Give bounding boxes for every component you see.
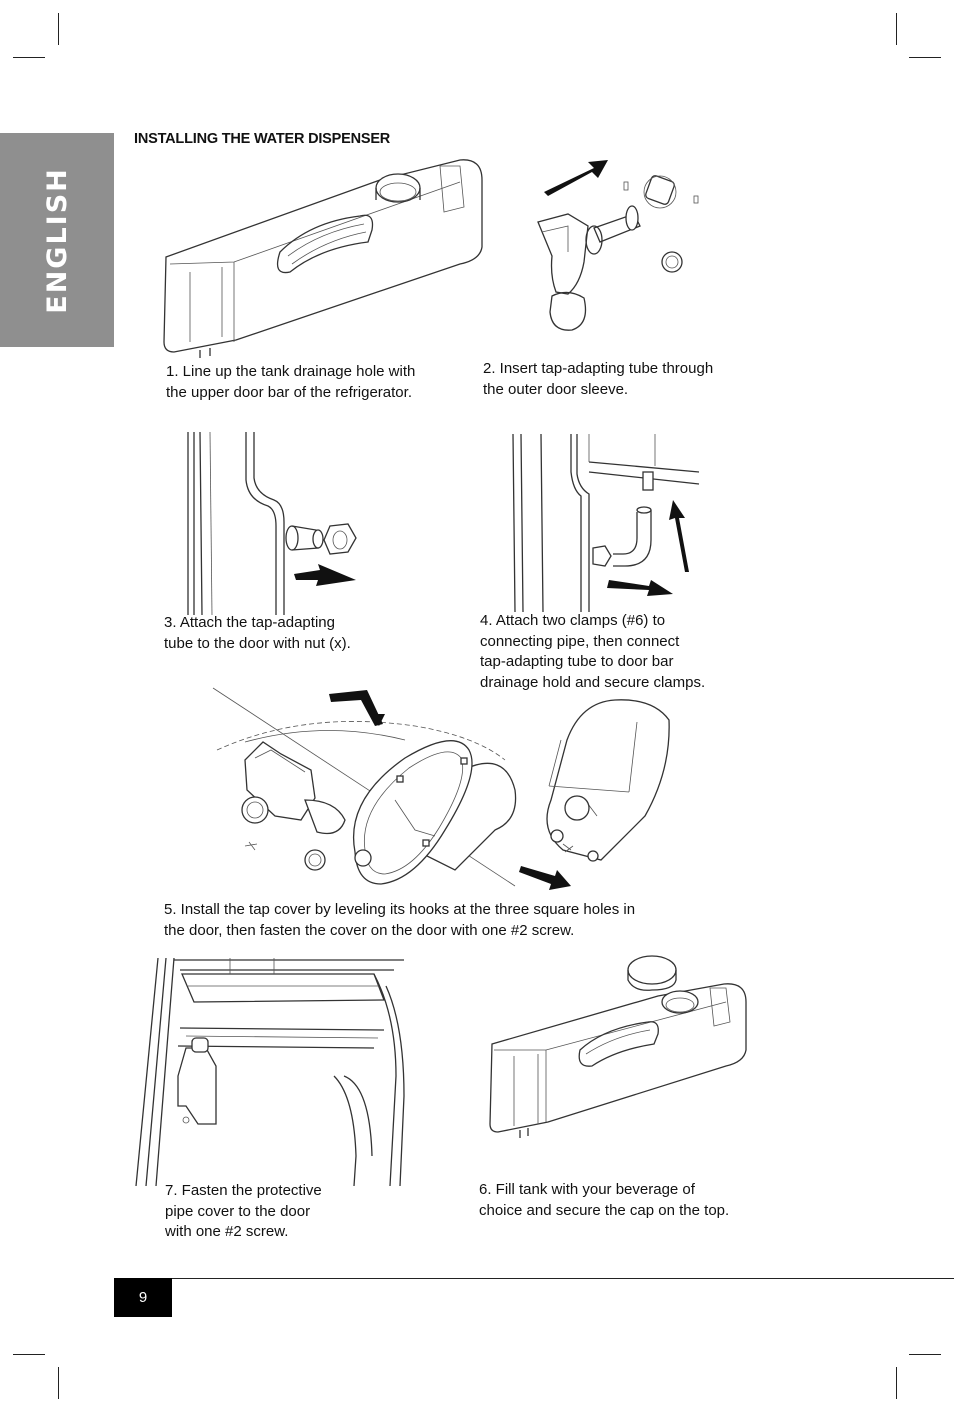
figure-step-5-tap-cover	[205, 680, 675, 892]
crop-mark	[896, 1367, 897, 1399]
figure-step-4-clamps	[505, 432, 705, 612]
crop-mark	[13, 57, 45, 58]
page-number: 9	[114, 1278, 172, 1317]
figure-step-3-nut	[180, 430, 365, 615]
step-3-caption: 3. Attach the tap-adapting tube to the d…	[164, 614, 351, 652]
figure-step-6-fill-tank	[488, 950, 750, 1140]
crop-mark	[13, 1354, 45, 1355]
crop-mark	[909, 1354, 941, 1355]
crop-mark	[909, 57, 941, 58]
section-title: INSTALLING THE WATER DISPENSER	[134, 131, 391, 147]
figure-step-1-tank	[160, 152, 490, 360]
crop-mark	[58, 13, 59, 45]
crop-mark	[58, 1367, 59, 1399]
step-4-caption: 4. Attach two clamps (#6) to connecting …	[480, 612, 706, 691]
step-6-caption: 6. Fill tank with your beverage of choic…	[479, 1181, 730, 1219]
footer-rule	[114, 1278, 954, 1279]
language-tab: ENGLISH	[0, 133, 114, 347]
figure-step-7-pipe-cover	[134, 956, 410, 1186]
crop-mark	[896, 13, 897, 45]
step-1-caption: 1. Line up the tank drainage hole with t…	[166, 363, 416, 401]
step-7-caption: 7. Fasten the protective pipe cover to t…	[165, 1182, 322, 1240]
step-5-caption: 5. Install the tap cover by leveling its…	[164, 901, 636, 939]
step-2-caption: 2. Insert tap-adapting tube through the …	[483, 360, 714, 398]
figure-step-2-tap	[528, 156, 728, 336]
language-tab-label: ENGLISH	[41, 166, 73, 314]
